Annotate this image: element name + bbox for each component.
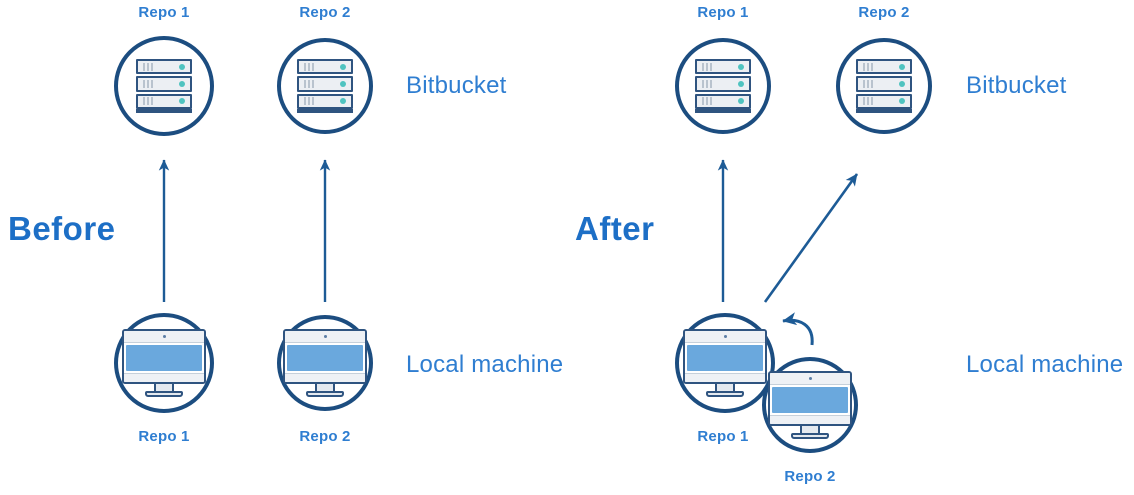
row-label-before-local-machine: Local machine xyxy=(406,351,564,378)
label-after-local-repo2: Repo 2 xyxy=(784,468,836,485)
node-before-remote-repo1[interactable] xyxy=(114,36,214,136)
label-before-local-repo1: Repo 1 xyxy=(138,428,190,445)
arrow-after-repo2-diagonal xyxy=(763,173,859,303)
monitor-icon xyxy=(768,371,852,439)
row-label-before-bitbucket: Bitbucket xyxy=(406,72,507,99)
phase-label-after: After xyxy=(575,210,655,247)
server-icon xyxy=(136,59,192,113)
arrow-after-nested-curve xyxy=(782,312,814,346)
server-icon xyxy=(297,59,353,113)
label-after-remote-repo2: Repo 2 xyxy=(858,4,910,21)
label-after-remote-repo1: Repo 1 xyxy=(697,4,749,21)
server-icon xyxy=(856,59,912,113)
row-label-after-local-machine: Local machine xyxy=(966,351,1124,378)
label-after-local-repo1: Repo 1 xyxy=(697,428,749,445)
server-icon xyxy=(695,59,751,113)
row-label-after-bitbucket: Bitbucket xyxy=(966,72,1067,99)
monitor-icon xyxy=(283,329,367,397)
node-before-remote-repo2[interactable] xyxy=(277,38,373,134)
node-before-local-repo2[interactable] xyxy=(277,315,373,411)
node-after-local-repo2[interactable] xyxy=(762,357,858,453)
label-before-remote-repo2: Repo 2 xyxy=(299,4,351,21)
node-after-local-repo1[interactable] xyxy=(675,313,775,413)
node-after-remote-repo1[interactable] xyxy=(675,38,771,134)
label-before-remote-repo1: Repo 1 xyxy=(138,4,190,21)
phase-label-before: Before xyxy=(8,210,116,247)
monitor-icon xyxy=(683,329,767,397)
label-before-local-repo2: Repo 2 xyxy=(299,428,351,445)
node-before-local-repo1[interactable] xyxy=(114,313,214,413)
monitor-icon xyxy=(122,329,206,397)
node-after-remote-repo2[interactable] xyxy=(836,38,932,134)
